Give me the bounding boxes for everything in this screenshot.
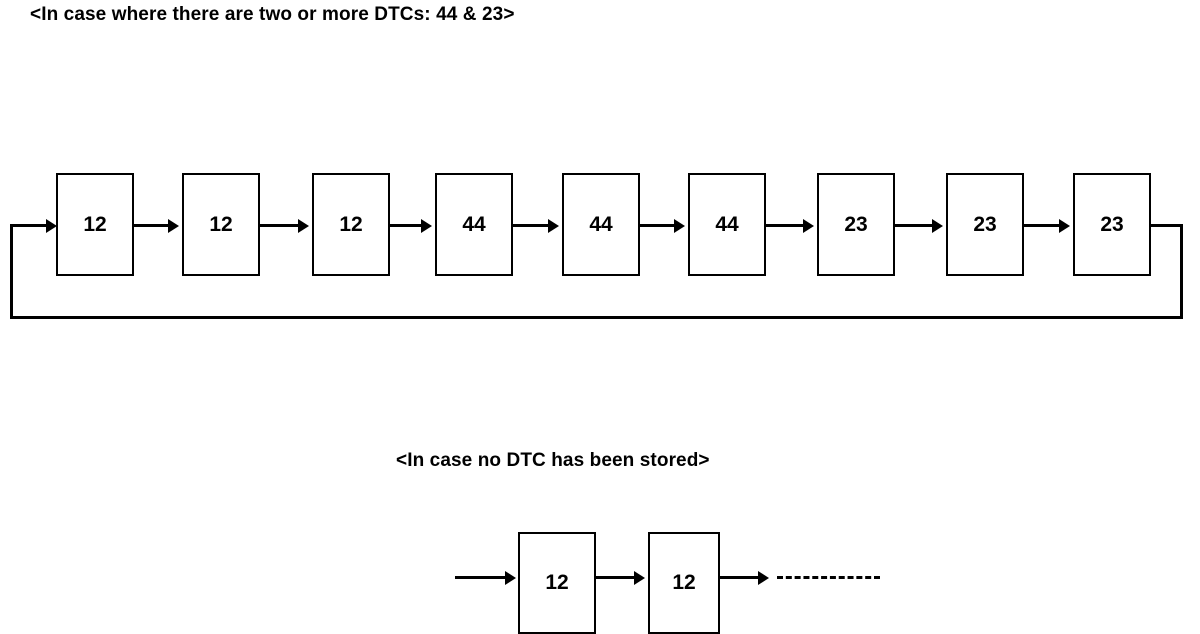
dtc-box: 12 [182,173,260,276]
bottom-arrow-icon [634,570,645,585]
loopback-line-bottom [10,316,1183,319]
entry-arrow-icon [46,218,57,233]
arrow-icon [298,218,309,233]
bottom-exit-line [720,576,760,579]
dtc-box: 12 [312,173,390,276]
dtc-box: 12 [56,173,134,276]
connector-line [513,224,550,227]
bottom-connector-line [596,576,636,579]
loopback-line-right [1151,224,1183,227]
bottom-entry-line [455,576,507,579]
dtc-box: 44 [688,173,766,276]
arrow-icon [803,218,814,233]
dashed-continuation-line [777,576,880,579]
connector-line [260,224,300,227]
dtc-box: 23 [1073,173,1151,276]
dtc-box: 23 [817,173,895,276]
bottom-exit-arrow-icon [758,570,769,585]
arrow-icon [674,218,685,233]
connector-line [895,224,934,227]
dtc-box: 12 [518,532,596,634]
connector-line [1024,224,1061,227]
bottom-entry-arrow-icon [505,570,516,585]
dtc-box: 23 [946,173,1024,276]
loopback-line-down [1180,224,1183,319]
connector-line [390,224,423,227]
arrow-icon [548,218,559,233]
dtc-box: 12 [648,532,720,634]
loopback-line-up [10,224,13,319]
connector-line [766,224,805,227]
bottom-caption: <In case no DTC has been stored> [396,450,710,471]
arrow-icon [421,218,432,233]
arrow-icon [932,218,943,233]
arrow-icon [1059,218,1070,233]
arrow-icon [168,218,179,233]
dtc-box: 44 [435,173,513,276]
connector-line [640,224,676,227]
dtc-box: 44 [562,173,640,276]
top-caption: <In case where there are two or more DTC… [30,4,515,25]
connector-line [134,224,170,227]
entry-connector-line [10,224,50,227]
